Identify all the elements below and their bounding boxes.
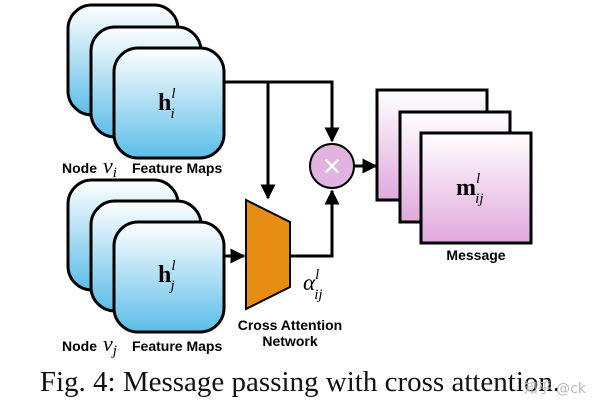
multiply-icon: × <box>323 148 342 184</box>
multiply-circle <box>309 143 355 189</box>
cross-attention-label-line1: Cross Attention <box>238 317 342 333</box>
multiply-node: × <box>309 143 355 189</box>
figure-caption: Fig. 4: Message passing with cross atten… <box>39 366 561 398</box>
node-i-feature-tile-front <box>112 46 226 160</box>
connectors <box>224 80 378 264</box>
node-j-label: Node <box>62 338 97 354</box>
node-j-feature-tile-front <box>112 220 226 334</box>
arrow-hi-to-multiply <box>224 80 340 143</box>
cross-attention-label-line2: Network <box>262 333 317 349</box>
message-tile-front <box>419 131 533 245</box>
node-i-variable: vi <box>103 153 117 181</box>
cross-attention-network-block <box>245 198 291 311</box>
message-label: Message <box>446 247 505 263</box>
node-i-label: Node <box>62 160 97 176</box>
watermark: 知乎 @ck <box>523 381 586 397</box>
node-j-variable: vj <box>103 331 117 359</box>
arrow-alpha-to-multiply <box>290 189 340 258</box>
node-j-label-suffix: Feature Maps <box>132 338 222 354</box>
node-i-label-suffix: Feature Maps <box>132 160 222 176</box>
